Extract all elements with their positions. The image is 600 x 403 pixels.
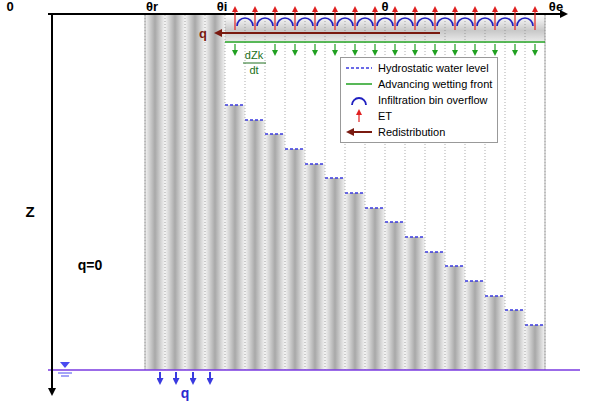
legend-sample [344,125,374,139]
axis-label: q [181,386,190,400]
legend-row: Hydrostatic water level [344,60,492,76]
axis-label: θe [549,0,563,13]
legend-sample [344,109,374,123]
legend-sample [344,77,374,91]
axis-label: Z [25,204,34,219]
axis-label: q [199,27,207,40]
axis-label: q=0 [78,258,103,272]
legend-row: Advancing wetting front [344,76,492,92]
legend-row: Redistribution [344,124,492,140]
legend-row: Infiltration bin overflow [344,92,492,108]
axis-label: 0 [6,0,13,13]
legend-text: Infiltration bin overflow [378,94,487,106]
axis-label: θ [381,0,388,13]
legend-row: ET [344,108,492,124]
legend-text: Advancing wetting front [378,78,492,90]
axis-label: θr [146,0,158,13]
legend-sample [344,61,374,75]
legend-box: Hydrostatic water levelAdvancing wetting… [340,57,498,143]
legend-sample [344,93,374,107]
legend-text: Hydrostatic water level [378,62,489,74]
legend-text: ET [378,110,392,122]
axis-label: dZk [245,50,263,61]
axis-label: θi [217,0,228,13]
axis-label: dt [249,65,258,76]
legend-text: Redistribution [378,126,445,138]
